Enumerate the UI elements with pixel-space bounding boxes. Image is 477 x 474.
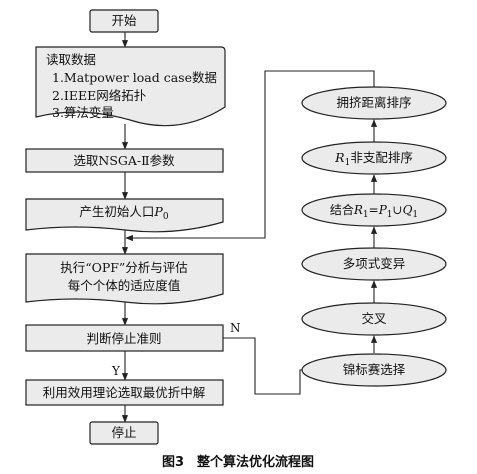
edges bbox=[121, 32, 378, 423]
init-population-node bbox=[25, 198, 224, 233]
nondominated-sub: 1 bbox=[345, 158, 351, 168]
read-data-item-2: 2.IEEE网络拓扑 bbox=[52, 88, 147, 103]
combine-node bbox=[301, 193, 447, 227]
combine-lhs: R bbox=[353, 203, 363, 217]
combine-prefix: 结合 bbox=[330, 202, 354, 217]
init-population-var: P bbox=[153, 204, 163, 219]
read-data-title: 读取数据 bbox=[46, 52, 96, 67]
init-population-sub: 0 bbox=[163, 212, 169, 222]
init-population-prefix: 产生初始人口 bbox=[79, 204, 154, 219]
select-params-node bbox=[25, 148, 224, 173]
nondominated-node bbox=[301, 141, 447, 175]
start-label: 开始 bbox=[111, 13, 137, 28]
read-data-node bbox=[35, 46, 226, 127]
opf-line-1: 执行“OPF”分析与评估 bbox=[60, 260, 188, 275]
opf-node bbox=[25, 253, 224, 305]
combine-p-sub: 1 bbox=[387, 210, 393, 220]
init-population-label: 产生初始人口P0 bbox=[79, 204, 168, 222]
branch-yes-label: Y bbox=[111, 364, 121, 378]
read-data-item-3: 3.算法变量 bbox=[52, 105, 114, 120]
stop-criterion-node bbox=[25, 324, 224, 352]
tournament-node bbox=[301, 353, 447, 387]
stop-label: 停止 bbox=[111, 425, 136, 440]
combine-eq: = bbox=[369, 203, 379, 217]
start-node bbox=[89, 9, 159, 33]
combine-union: ∪ bbox=[393, 203, 403, 217]
combine-label: 结合R1=P1∪Q1 bbox=[330, 202, 418, 220]
nondominated-suffix: 非支配排序 bbox=[350, 150, 413, 165]
crossover-node bbox=[301, 302, 447, 336]
combine-q-sub: 1 bbox=[412, 210, 418, 220]
nondominated-var: R bbox=[334, 150, 344, 165]
branch-no-label: N bbox=[230, 321, 241, 335]
nondominated-label: R1非支配排序 bbox=[334, 150, 413, 168]
combine-p: P bbox=[378, 203, 388, 217]
edge-crowding-loop bbox=[125, 70, 375, 242]
stop-criterion-label: 判断停止准则 bbox=[86, 331, 161, 346]
figure-caption: 图3 整个算法优化流程图 bbox=[162, 454, 314, 470]
crossover-label: 交叉 bbox=[361, 311, 387, 326]
mutation-node bbox=[301, 247, 447, 281]
select-params-label: 选取NSGA-Ⅱ参数 bbox=[73, 153, 175, 168]
utility-node bbox=[25, 379, 224, 406]
tournament-label: 锦标赛选择 bbox=[343, 362, 406, 377]
mutation-label: 多项式变异 bbox=[343, 256, 406, 271]
combine-q: Q bbox=[403, 203, 413, 217]
crowding-node bbox=[301, 86, 447, 120]
opf-line-2: 每个个体的适应度值 bbox=[68, 278, 181, 293]
stop-node bbox=[89, 421, 159, 445]
read-data-item-1: 1.Matpower load case数据 bbox=[52, 70, 217, 85]
combine-lhs-sub: 1 bbox=[363, 210, 369, 220]
utility-label: 利用效用理论选取最优折中解 bbox=[43, 385, 206, 400]
crowding-label: 拥挤距离排序 bbox=[336, 95, 411, 110]
